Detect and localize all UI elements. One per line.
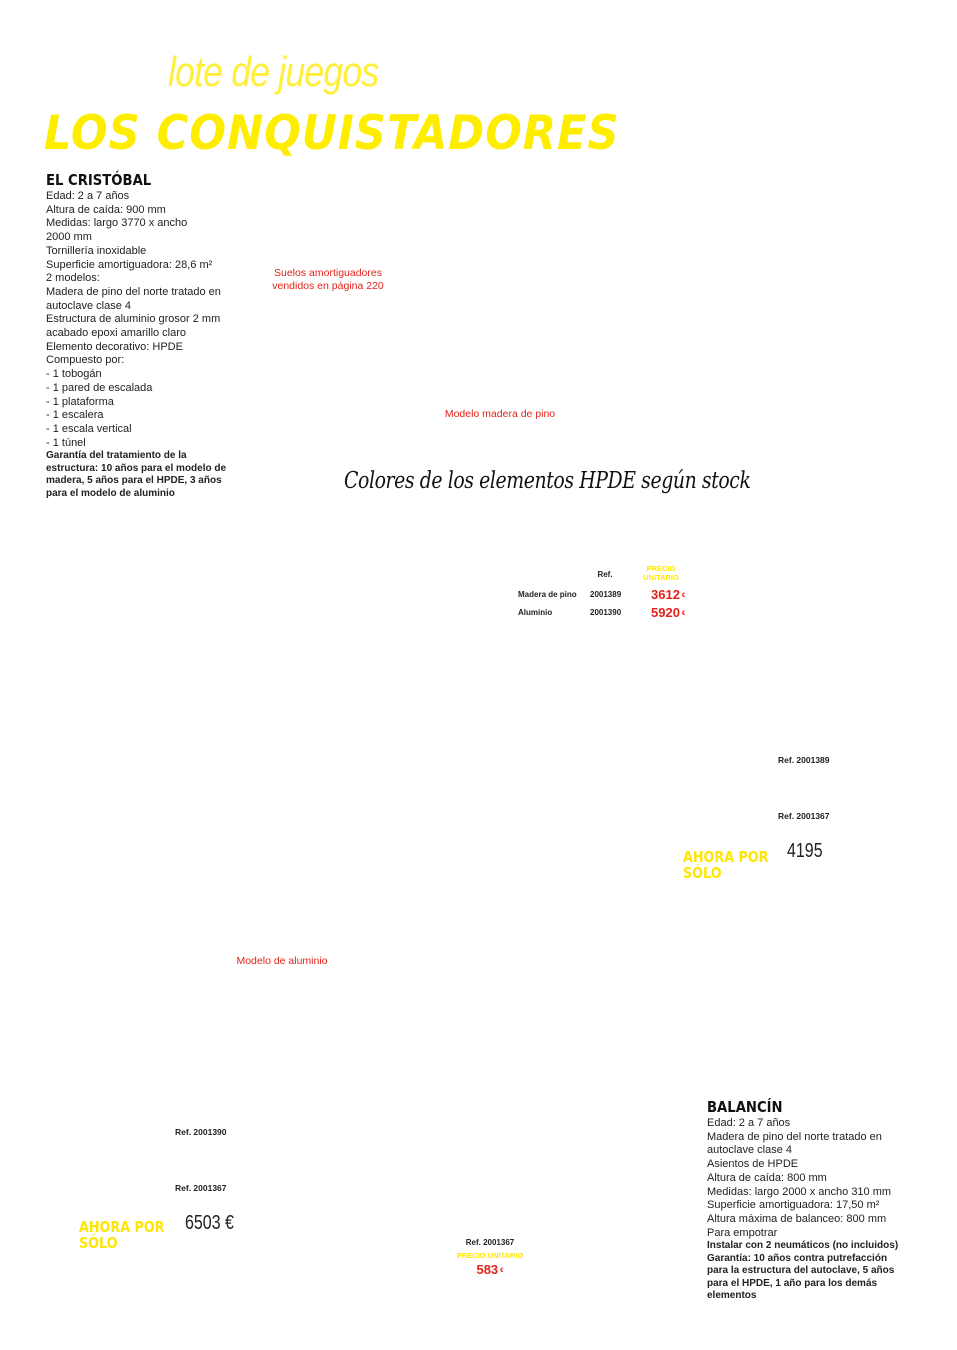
spec-line: Para empotrar	[707, 1226, 778, 1239]
ref-column-header: Ref.	[597, 570, 613, 579]
promo-label-line: AHORA POR	[683, 848, 769, 866]
balancin-price-label: PRECIO UNITARIO	[456, 1251, 524, 1260]
floor-note-line: Suelos amortiguadores	[274, 267, 382, 279]
spec-line: Medidas: largo 3770 x ancho	[46, 217, 188, 230]
spec-line: Elemento decorativo: HPDE	[46, 340, 183, 353]
spec-line: Superficie amortiguadora: 17,50 m²	[707, 1199, 880, 1212]
catalog-subtitle: lote de juegos	[168, 48, 379, 95]
table-row-ref: 2001390	[590, 608, 622, 617]
promo-wood-ref-2: Ref. 2001367	[778, 811, 830, 821]
aluminium-model-caption: Modelo de aluminio	[236, 955, 328, 967]
spec-line: Medidas: largo 2000 x ancho 310 mm	[707, 1185, 892, 1198]
spec-line: Madera de pino del norte tratado en	[46, 285, 221, 298]
balancin-ref: Ref. 2001367	[465, 1238, 515, 1247]
spec-line: Altura de caída: 800 mm	[707, 1171, 827, 1184]
wood-model-caption: Modelo madera de pino	[444, 408, 556, 420]
note-line: para la estructura del autoclave, 5 años	[707, 1265, 895, 1277]
cristobal-guarantee: Garantía del tratamiento de la estructur…	[46, 450, 246, 500]
cristobal-specs: Edad: 2 a 7 años Altura de caída: 900 mm…	[46, 190, 246, 450]
promo-label-line: SÓLO	[79, 1234, 118, 1252]
cristobal-heading: EL CRISTÓBAL	[46, 171, 152, 189]
spec-line: - 1 escalera	[46, 409, 104, 422]
hpde-colors-note: Colores de los elementos HPDE según stoc…	[344, 468, 751, 494]
spec-line: Edad: 2 a 7 años	[707, 1117, 791, 1129]
price-value: 583	[476, 1262, 499, 1277]
spec-line: - 1 plataforma	[46, 395, 114, 408]
promo-alu-ref-1: Ref. 2001390	[175, 1127, 227, 1137]
price-table: Ref. PRECIO UNITARIO Madera de pino 2001…	[510, 562, 700, 622]
spec-line: 2 modelos:	[46, 272, 100, 285]
note-line: Instalar con 2 neumáticos (no incluidos)	[707, 1240, 899, 1252]
promo-label-line: SÓLO	[683, 864, 722, 882]
balancin-price: 583€	[440, 1262, 540, 1277]
spec-line: - 1 escala vertical	[46, 422, 132, 435]
table-row-model: Aluminio	[518, 608, 553, 617]
table-row-price: 3612€	[651, 587, 685, 602]
guarantee-line: madera, 5 años para el HPDE, 3 años	[46, 475, 222, 487]
balancin-notes: Instalar con 2 neumáticos (no incluidos)…	[707, 1240, 917, 1302]
price-value: 3612	[651, 587, 680, 602]
promo-alu-ref-2: Ref. 2001367	[175, 1183, 227, 1193]
spec-line: Madera de pino del norte tratado en	[707, 1130, 882, 1143]
price-value: 5920	[651, 605, 680, 620]
spec-line: 2000 mm	[46, 231, 92, 244]
promo-alu-price: 6503 €	[185, 1212, 234, 1234]
spec-line: - 1 tobogán	[46, 368, 102, 381]
spec-line: Asientos de HPDE	[707, 1158, 799, 1171]
spec-line: Estructura de aluminio grosor 2 mm	[46, 313, 221, 326]
price-header-line: UNITARIO	[643, 573, 679, 582]
spec-line: - 1 pared de escalada	[46, 381, 153, 394]
spec-line: Edad: 2 a 7 años	[46, 190, 130, 202]
cristobal-description: EL CRISTÓBAL Edad: 2 a 7 años Altura de …	[46, 171, 246, 500]
spec-line: Compuesto por:	[46, 354, 125, 367]
promo-label-line: AHORA POR	[79, 1218, 165, 1236]
spec-line: autoclave clase 4	[707, 1144, 792, 1157]
spec-line: - 1 túnel	[46, 436, 86, 449]
promo-wood-label: AHORA POR SÓLO	[683, 849, 769, 881]
note-line: elementos	[707, 1289, 757, 1301]
table-row-price: 5920€	[651, 605, 685, 620]
catalog-title: LOS CONQUISTADORES	[44, 106, 620, 161]
balancin-description: BALANCÍN Edad: 2 a 7 años Madera de pino…	[707, 1098, 917, 1302]
currency-symbol: €	[681, 610, 686, 617]
balancin-price-block: Ref. 2001367 PRECIO UNITARIO 583€	[440, 1238, 540, 1277]
spec-line: Tornillería inoxidable	[46, 244, 147, 257]
spec-line: Altura máxima de balanceo: 800 mm	[707, 1212, 887, 1225]
price-column-header: PRECIO UNITARIO	[638, 564, 684, 582]
note-line: Garantía: 10 años contra putrefacción	[707, 1252, 888, 1264]
price-header-line: PRECIO	[646, 564, 676, 573]
currency-symbol: €	[681, 592, 686, 599]
guarantee-line: Garantía del tratamiento de la	[46, 450, 187, 462]
spec-line: Altura de caída: 900 mm	[46, 203, 166, 216]
table-row-model: Madera de pino	[518, 590, 577, 599]
spec-line: acabado epoxi amarillo claro	[46, 327, 187, 340]
note-line: para el HPDE, 1 año para los demás	[707, 1277, 878, 1289]
spec-line: Superficie amortiguadora: 28,6 m²	[46, 258, 213, 271]
spec-line: autoclave clase 4	[46, 299, 131, 312]
promo-alu-label: AHORA POR SÓLO	[79, 1219, 165, 1251]
balancin-heading: BALANCÍN	[707, 1098, 783, 1116]
table-row-ref: 2001389	[590, 590, 622, 599]
floor-note: Suelos amortiguadores vendidos en página…	[258, 267, 398, 293]
promo-wood-price: 4195	[787, 840, 823, 862]
currency-symbol: €	[500, 1267, 504, 1274]
balancin-specs: Edad: 2 a 7 años Madera de pino del nort…	[707, 1117, 917, 1240]
floor-note-line: vendidos en página 220	[272, 280, 384, 292]
promo-wood-ref-1: Ref. 2001389	[778, 755, 830, 765]
guarantee-line: estructura: 10 años para el modelo de	[46, 462, 227, 474]
guarantee-line: para el modelo de aluminio	[46, 487, 175, 499]
